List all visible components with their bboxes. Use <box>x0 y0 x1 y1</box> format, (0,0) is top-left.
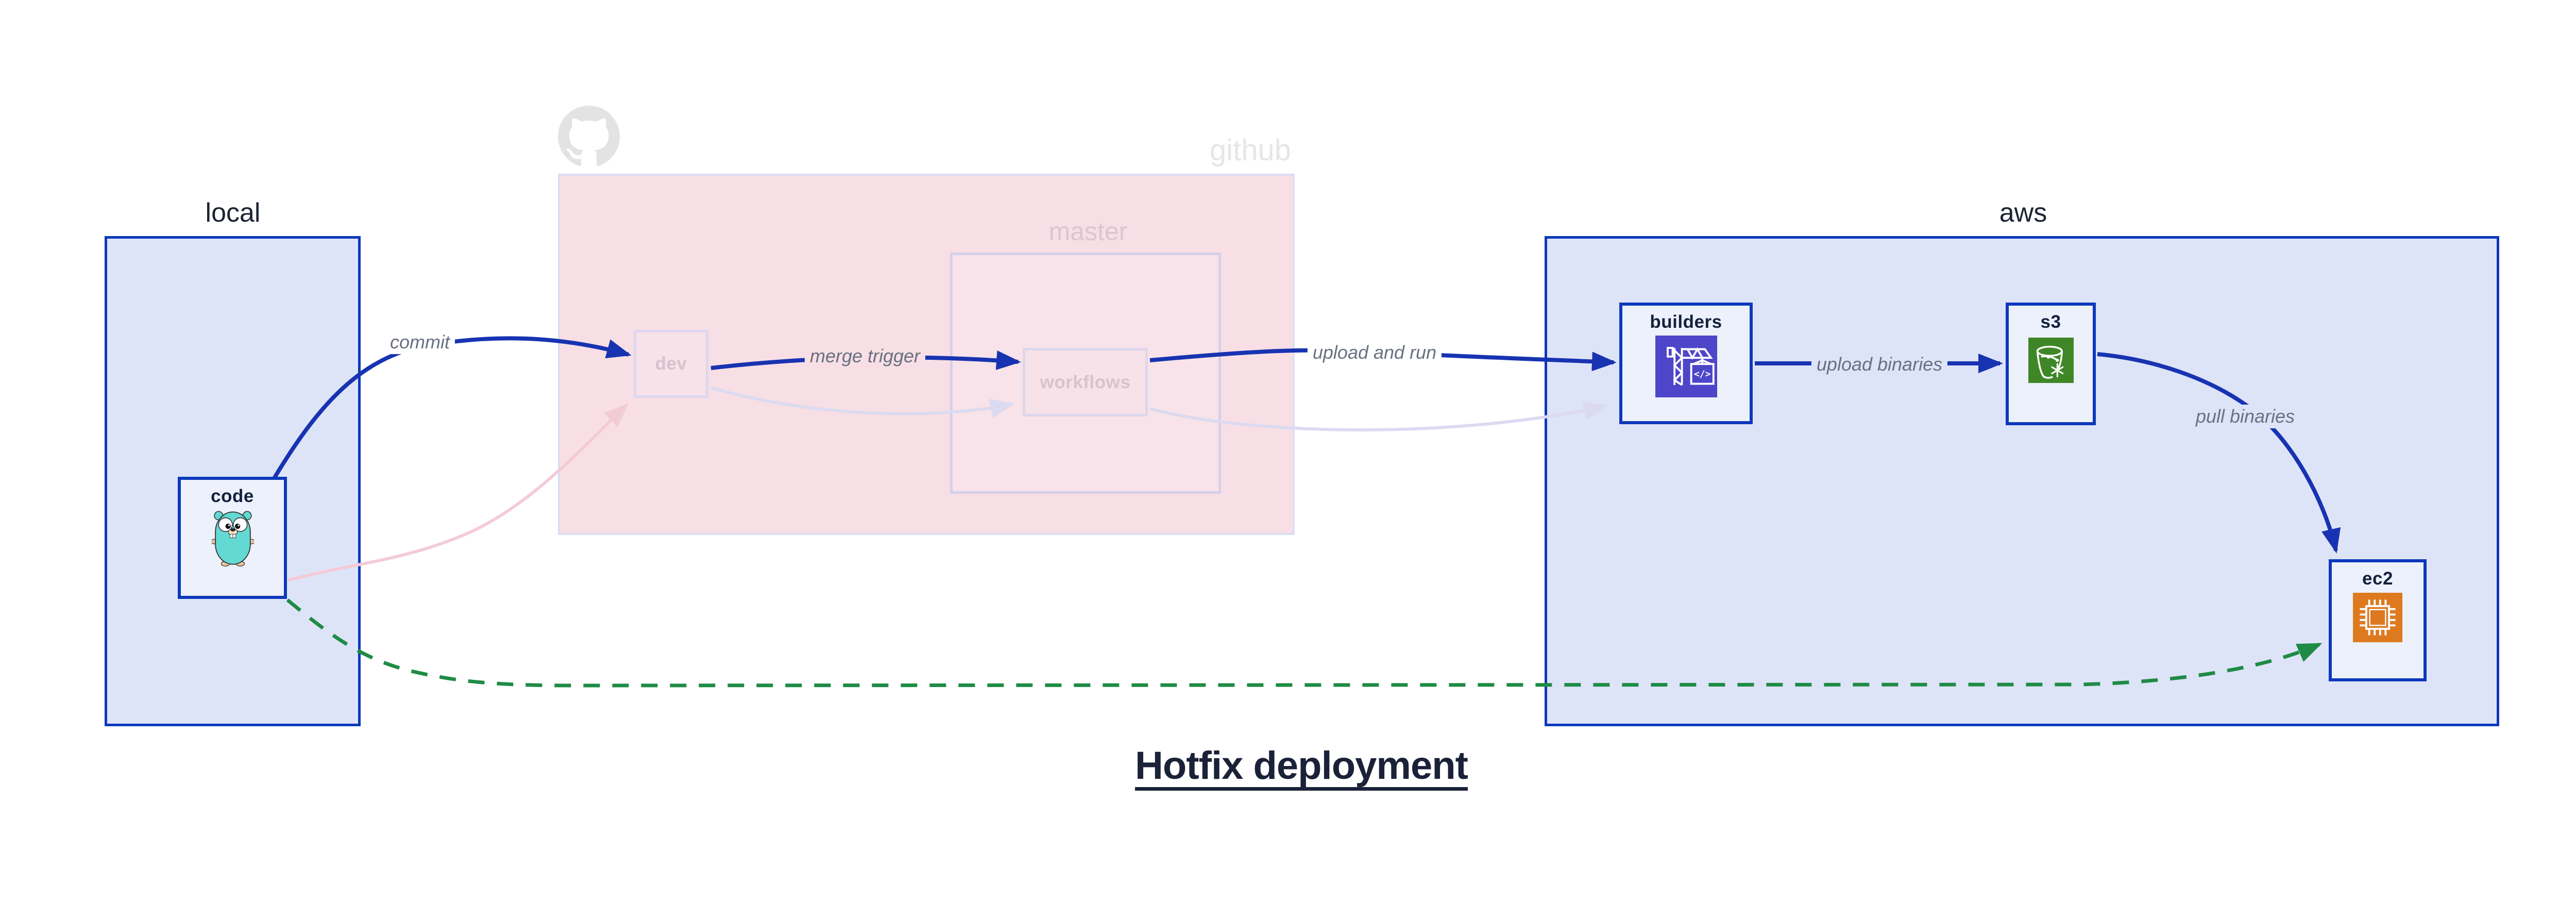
ec2-chip-icon <box>2353 593 2402 645</box>
group-label-local: local <box>205 198 261 228</box>
node-label-s3: s3 <box>2040 312 2061 332</box>
node-s3: s3 <box>2006 303 2096 425</box>
node-label-code: code <box>211 486 254 506</box>
s3-bucket-icon <box>2028 338 2074 386</box>
diagram-title: Hotfix deployment <box>1135 744 1468 788</box>
group-label-master: master <box>1048 217 1128 246</box>
codebuild-crane-icon: </> <box>1655 336 1717 400</box>
node-label-builders: builders <box>1650 312 1722 332</box>
edge-label-pull-binaries: pull binaries <box>2190 405 2300 428</box>
node-label-workflows: workflows <box>1040 372 1131 392</box>
node-builders: builders </> <box>1619 303 1753 424</box>
edge-label-upload-and-run: upload and run <box>1307 341 1442 364</box>
edge-hotfix-dashed <box>286 598 2323 688</box>
edge-label-upload-binaries: upload binaries <box>1811 353 1948 376</box>
group-label-aws: aws <box>1999 198 2047 228</box>
node-label-ec2: ec2 <box>2362 569 2393 589</box>
edge-pull-binaries <box>2097 352 2341 554</box>
edge-label-commit: commit <box>385 330 455 354</box>
edge-ghost-workflows-builders <box>1149 401 1608 431</box>
node-workflows: workflows <box>1023 348 1148 416</box>
node-code: code <box>178 477 287 599</box>
github-logo-icon <box>558 106 620 170</box>
node-dev: dev <box>634 330 708 398</box>
group-label-github: github <box>1209 133 1292 167</box>
edge-ghost-dev-workflows <box>710 386 1015 419</box>
edge-ghost-code-dev <box>287 403 629 582</box>
edge-label-merge-trigger: merge trigger <box>804 344 926 368</box>
node-ec2: ec2 <box>2329 559 2427 681</box>
svg-text:</>: </> <box>1694 369 1711 379</box>
go-gopher-icon <box>211 508 255 570</box>
node-label-dev: dev <box>655 354 687 374</box>
